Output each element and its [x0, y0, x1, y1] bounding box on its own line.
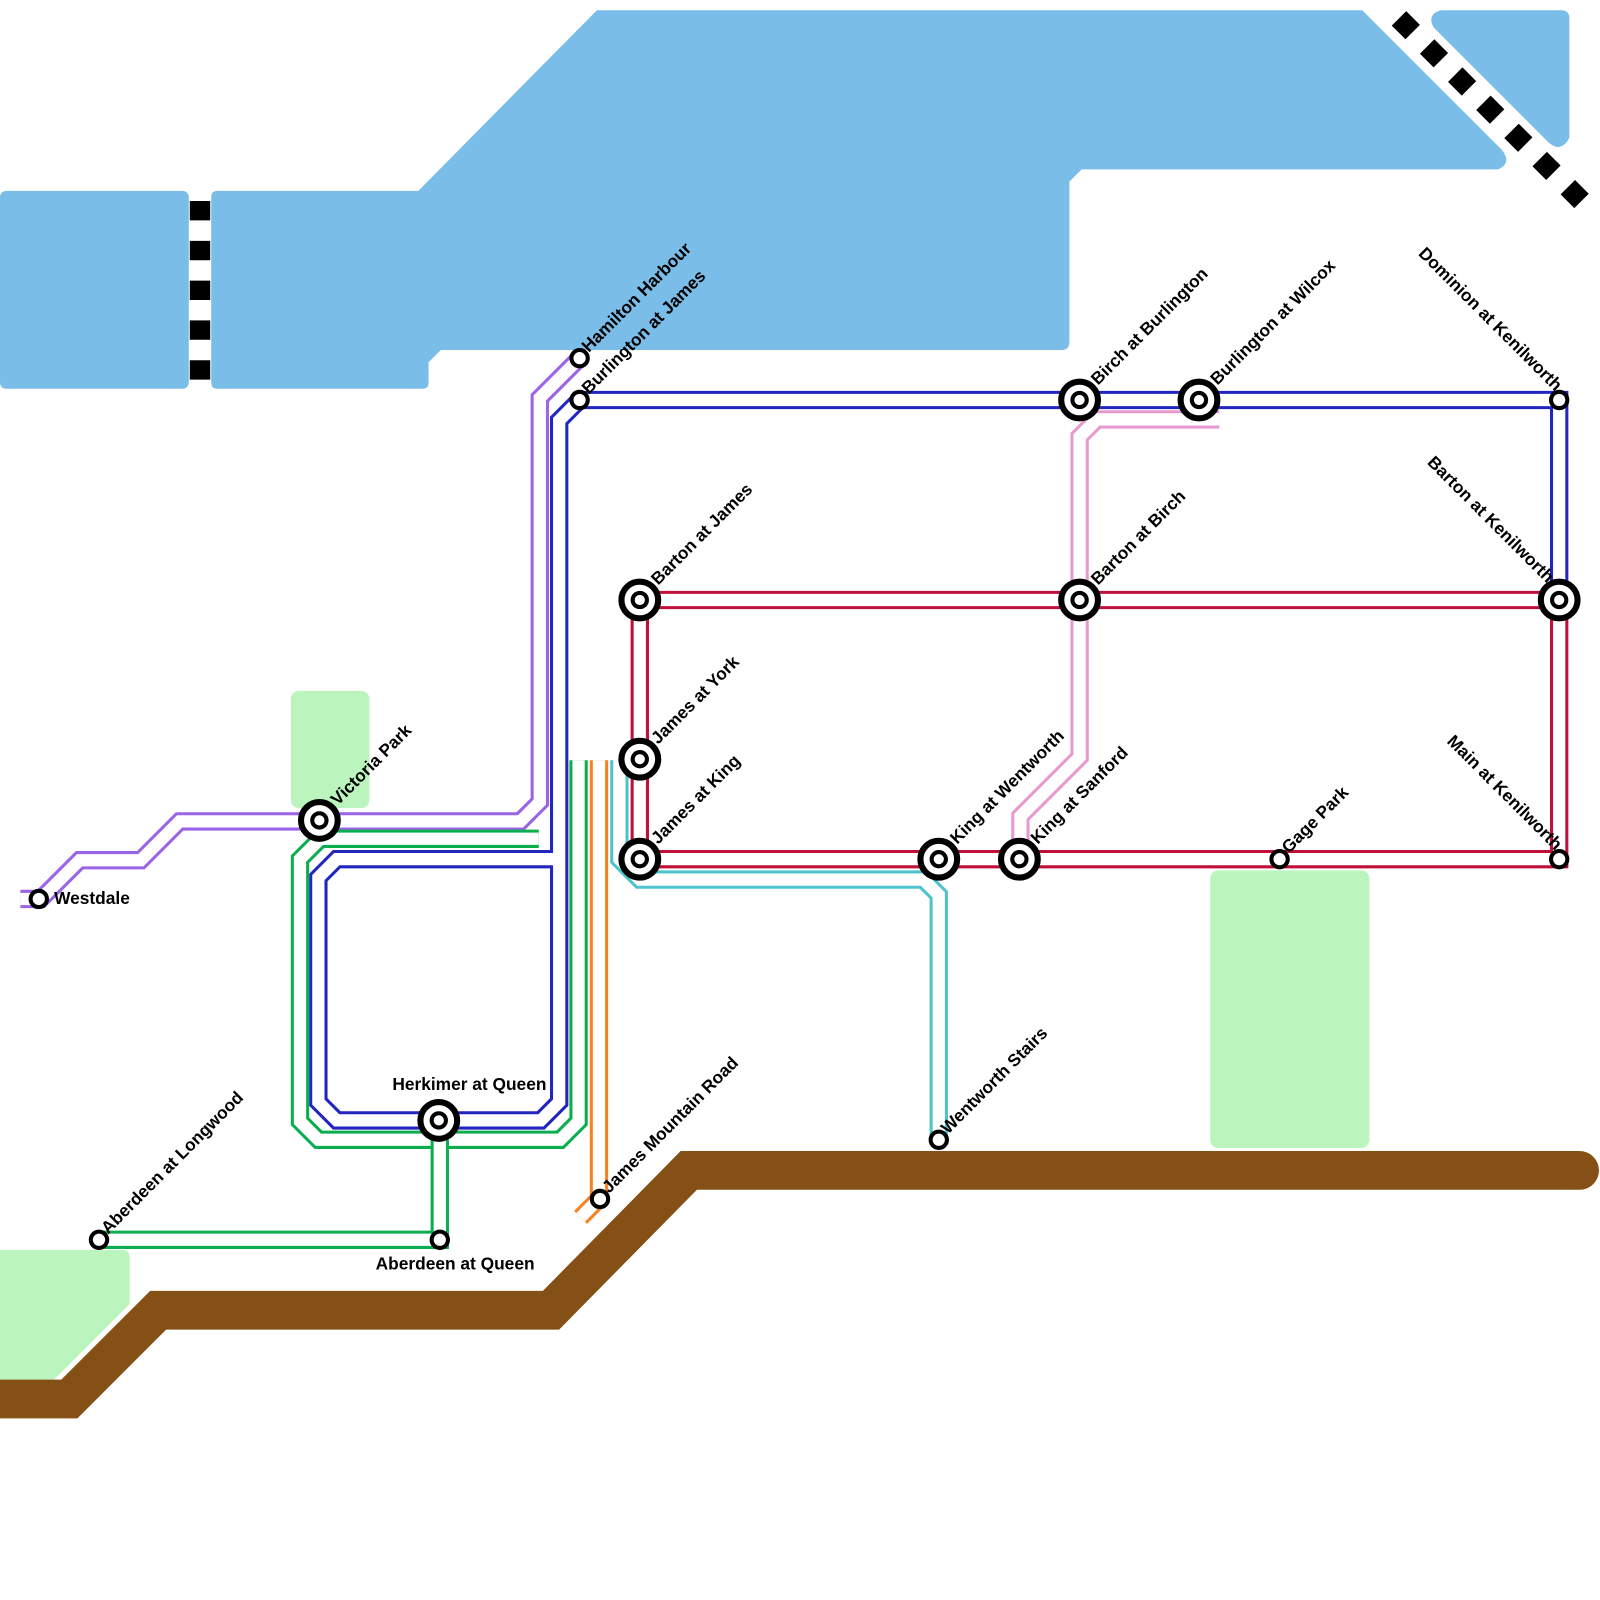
station-label: Westdale — [54, 888, 130, 908]
interchange-marker-inner — [929, 850, 948, 869]
water-west — [0, 190, 189, 389]
water-harbour — [211, 10, 1507, 389]
station-herkimer-at-queen[interactable]: Herkimer at Queen — [392, 1074, 546, 1142]
station-label: Wentworth Stairs — [937, 1023, 1052, 1138]
stop-marker — [429, 1229, 450, 1250]
interchange-marker-inner — [310, 811, 329, 830]
station-label: Herkimer at Queen — [392, 1074, 546, 1094]
interchange-marker-inner — [630, 850, 649, 869]
interchange-marker-inner — [1070, 390, 1089, 410]
interchange-marker-inner — [1010, 850, 1029, 869]
route-cyan — [610, 760, 948, 1140]
route-pink — [1011, 410, 1220, 860]
park-victoria — [290, 690, 370, 809]
route-purple — [20, 351, 587, 909]
water-east — [1431, 10, 1570, 147]
route-green — [290, 760, 588, 1149]
route-red-core — [633, 593, 1566, 866]
interchange-marker-inner — [1189, 390, 1209, 410]
interchange-marker-inner — [1550, 590, 1569, 610]
route-cyan-core — [613, 760, 945, 1140]
station-label: Barton at Kenilworth — [1424, 452, 1559, 587]
station-label: Gage Park — [1277, 782, 1352, 857]
station-label: Birch at Burlington — [1087, 263, 1212, 388]
stop-marker — [569, 347, 590, 369]
route-red-outline — [630, 590, 1569, 869]
stop-marker — [569, 389, 590, 411]
station-label: Dominion at Kenilworth — [1415, 243, 1567, 395]
stop-marker — [28, 888, 49, 910]
park-southwest — [0, 1250, 130, 1388]
stop-marker — [88, 1229, 110, 1250]
station-label: Barton at James — [647, 479, 756, 588]
escarpment — [0, 1151, 1599, 1419]
station-label: Aberdeen at Queen — [376, 1253, 535, 1273]
rail-line-east — [1391, 11, 1594, 214]
station-aberdeen-at-queen[interactable]: Aberdeen at Queen — [376, 1229, 535, 1274]
stop-marker — [928, 1129, 949, 1150]
station-label: James at King — [647, 750, 744, 847]
interchange-marker-inner — [630, 750, 649, 769]
park-gage — [1210, 870, 1370, 1148]
stop-marker — [1548, 848, 1570, 870]
route-pink-core — [1014, 413, 1220, 860]
stop-marker — [1269, 848, 1290, 870]
interchange-marker-inner — [429, 1111, 448, 1130]
station-label: James at York — [647, 651, 743, 747]
route-red — [630, 590, 1569, 869]
route-blue — [309, 393, 587, 1130]
station-dominion-at-kenilworth[interactable]: Dominion at Kenilworth — [1415, 243, 1570, 411]
route-purple-core — [20, 353, 584, 906]
station-label: Main at Kenilworth — [1443, 731, 1566, 854]
station-wentworth-stairs[interactable]: Wentworth Stairs — [928, 1023, 1052, 1150]
background-layer — [0, 10, 1599, 1419]
route-blue-core — [312, 395, 584, 1127]
station-label: Burlington at Wilcox — [1206, 255, 1339, 388]
interchange-marker-inner — [630, 590, 649, 610]
station-main-at-kenilworth[interactable]: Main at Kenilworth — [1443, 731, 1570, 870]
station-aberdeen-at-longwood[interactable]: Aberdeen at Longwood — [88, 1087, 247, 1250]
stop-marker — [589, 1188, 611, 1210]
station-label: Barton at Birch — [1087, 486, 1190, 589]
station-label: Aberdeen at Longwood — [97, 1087, 247, 1237]
stop-marker — [1548, 389, 1570, 411]
interchange-marker-inner — [1070, 590, 1089, 610]
station-westdale[interactable]: Westdale — [28, 888, 131, 910]
route-green-core — [293, 760, 585, 1146]
